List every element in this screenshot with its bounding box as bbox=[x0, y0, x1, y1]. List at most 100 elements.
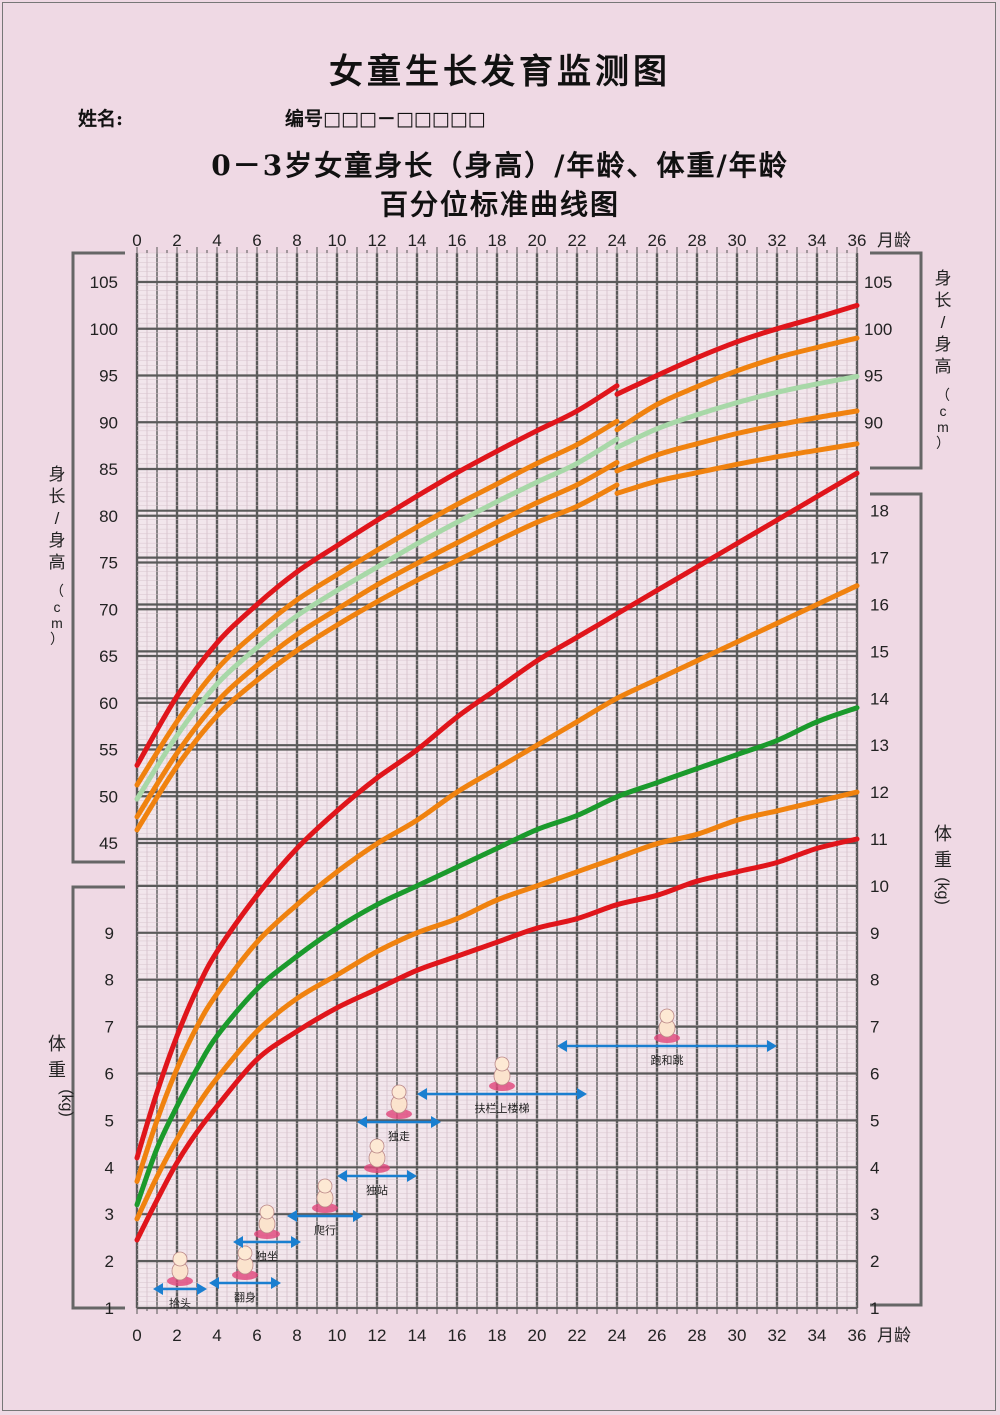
milestone-label: 翻身 bbox=[234, 1290, 256, 1304]
length-unit-char: ） bbox=[50, 631, 64, 647]
x-tick-label-top: 6 bbox=[252, 231, 261, 250]
weight-tick-label-right: 12 bbox=[870, 783, 889, 802]
length-curve-1-under-24 bbox=[134, 418, 620, 788]
milestone-arrow-left bbox=[357, 1116, 367, 1128]
x-tick-label-top: 32 bbox=[768, 231, 787, 250]
baby-figure-head bbox=[494, 1056, 510, 1072]
length-axis-title-right-char: 身 bbox=[935, 269, 952, 288]
page-title: 女童生长发育监测图 bbox=[329, 52, 671, 92]
chart-grid bbox=[135, 252, 859, 1310]
x-tick-label-bottom: 18 bbox=[488, 1326, 507, 1345]
baby-figure-cushion bbox=[489, 1081, 515, 1091]
milestone-label: 独坐 bbox=[256, 1250, 278, 1263]
baby-figure-head bbox=[259, 1204, 275, 1220]
milestone-5: 独走 bbox=[357, 1084, 441, 1143]
weight-tick-label-right: 14 bbox=[870, 689, 889, 708]
length-tick-label-left: 55 bbox=[99, 741, 118, 760]
weight-tick-label-right: 10 bbox=[870, 877, 889, 896]
baby-figure-head bbox=[237, 1245, 253, 1261]
weight-tick-label-left: 9 bbox=[105, 924, 114, 943]
milestone-2: 独坐 bbox=[233, 1204, 301, 1263]
x-tick-label-top: 12 bbox=[368, 231, 387, 250]
x-tick-label-top: 16 bbox=[448, 231, 467, 250]
x-axis-unit-bottom: 月龄 bbox=[877, 1326, 911, 1345]
x-tick-label-top: 18 bbox=[488, 231, 507, 250]
weight-curve-2 bbox=[134, 705, 860, 1208]
milestone-3: 爬行 bbox=[287, 1178, 363, 1237]
baby-figure-head bbox=[659, 1008, 675, 1024]
length-unit-right-char: m bbox=[937, 419, 949, 435]
length-curve-2-under-24 bbox=[134, 436, 620, 802]
length-right-bracket bbox=[870, 251, 923, 470]
baby-figure-cushion bbox=[386, 1109, 412, 1119]
length-tick-label-left: 65 bbox=[99, 647, 118, 666]
milestone-label: 扶栏上楼梯 bbox=[475, 1101, 530, 1115]
x-tick-label-bottom: 6 bbox=[252, 1326, 261, 1345]
x-tick-label-top: 2 bbox=[172, 231, 181, 250]
length-curve-3-over-24 bbox=[614, 408, 860, 474]
baby-figure-cushion bbox=[654, 1033, 680, 1043]
axis-tick-labels: 0022446688101012121414161618182020222224… bbox=[48, 231, 952, 1345]
x-axis-unit-top: 月龄 bbox=[877, 231, 911, 250]
weight-tick-label-right: 11 bbox=[870, 830, 888, 849]
length-unit-char: c bbox=[54, 599, 61, 615]
x-tick-label-top: 22 bbox=[568, 231, 587, 250]
length-unit-char: m bbox=[51, 615, 63, 631]
milestone-arrow-left bbox=[417, 1088, 427, 1100]
milestone-6: 扶栏上楼梯 bbox=[417, 1056, 587, 1115]
weight-tick-label-right: 9 bbox=[870, 924, 879, 943]
x-tick-label-top: 36 bbox=[848, 231, 867, 250]
weight-axis-unit-right: (kg) bbox=[934, 877, 951, 905]
milestone-0: 抬头 bbox=[153, 1251, 207, 1310]
length-axis-title-char: 身 bbox=[49, 465, 66, 484]
baby-figure-head bbox=[369, 1138, 385, 1154]
length-tick-label-left: 100 bbox=[90, 320, 118, 339]
length-tick-label-left: 95 bbox=[99, 367, 118, 386]
milestone-4: 独站 bbox=[337, 1138, 417, 1197]
length-axis-title-right-char: 长 bbox=[935, 291, 952, 310]
x-tick-label-bottom: 14 bbox=[408, 1326, 427, 1345]
length-curve-4-under-24 bbox=[134, 482, 620, 833]
weight-tick-label-left: 7 bbox=[105, 1018, 114, 1037]
length-axis-title-char: 身 bbox=[49, 531, 66, 550]
weight-tick-label-left: 1 bbox=[105, 1299, 114, 1318]
weight-axis-title-char: 体 bbox=[48, 1034, 66, 1054]
length-tick-label-left: 45 bbox=[99, 834, 118, 853]
length-tick-label-left: 60 bbox=[99, 694, 118, 713]
weight-tick-label-left: 4 bbox=[105, 1158, 114, 1177]
weight-left-bracket bbox=[71, 885, 125, 1310]
weight-curve-1 bbox=[134, 583, 860, 1184]
chart-subtitle-line1: 0－3岁女童身长（身高）/年龄、体重/年龄 bbox=[211, 149, 789, 182]
milestone-arrow-right bbox=[431, 1116, 441, 1128]
length-tick-label-left: 70 bbox=[99, 600, 118, 619]
x-tick-label-top: 24 bbox=[608, 231, 627, 250]
length-curve-4-over-24 bbox=[614, 441, 860, 496]
x-tick-label-bottom: 28 bbox=[688, 1326, 707, 1345]
x-tick-label-bottom: 4 bbox=[212, 1326, 221, 1345]
milestone-arrow-left bbox=[233, 1236, 243, 1248]
length-tick-label-left: 80 bbox=[99, 507, 118, 526]
length-curve-2-over-24 bbox=[614, 373, 860, 450]
milestone-label: 独站 bbox=[366, 1183, 388, 1197]
axis-frames bbox=[71, 247, 923, 1314]
x-tick-label-bottom: 16 bbox=[448, 1326, 467, 1345]
x-tick-label-bottom: 10 bbox=[328, 1326, 347, 1345]
weight-curve-3 bbox=[134, 789, 860, 1222]
length-axis-title-char: 高 bbox=[49, 553, 66, 572]
length-tick-label-left: 90 bbox=[99, 413, 118, 432]
weight-tick-label-right: 18 bbox=[870, 502, 889, 521]
length-tick-label-right: 90 bbox=[864, 413, 883, 432]
weight-tick-label-right: 16 bbox=[870, 596, 889, 615]
name-field-label: 姓名: bbox=[78, 108, 124, 130]
length-left-bracket bbox=[71, 251, 125, 864]
length-axis-title-right-char: / bbox=[941, 313, 946, 332]
weight-tick-label-left: 8 bbox=[105, 971, 114, 990]
milestone-arrow-left bbox=[287, 1210, 297, 1222]
weight-tick-label-left: 3 bbox=[105, 1205, 114, 1224]
milestone-label: 独走 bbox=[388, 1130, 410, 1143]
id-field-label: 编号□□□－□□□□□ bbox=[285, 108, 486, 130]
weight-tick-label-right: 17 bbox=[870, 549, 889, 568]
length-curve-0-under-24 bbox=[134, 383, 620, 768]
length-curve-1-over-24 bbox=[614, 335, 860, 433]
weight-tick-label-right: 15 bbox=[870, 642, 889, 661]
